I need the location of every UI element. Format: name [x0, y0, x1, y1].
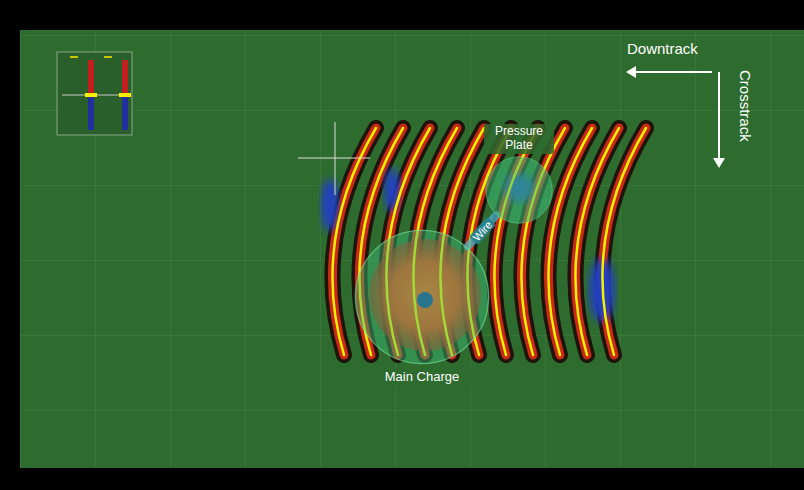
target-circle: Main Charge	[354, 229, 490, 365]
wire-connector	[468, 215, 496, 246]
axis-label: Downtrack	[627, 40, 698, 57]
circle-outline	[485, 156, 553, 224]
axis-label: Crosstrack	[737, 70, 754, 142]
circle-outline	[354, 229, 490, 365]
target-circle: Pressure Plate	[485, 156, 553, 224]
target-label: Pressure Plate	[484, 124, 554, 154]
target-label: Main Charge	[364, 369, 480, 386]
